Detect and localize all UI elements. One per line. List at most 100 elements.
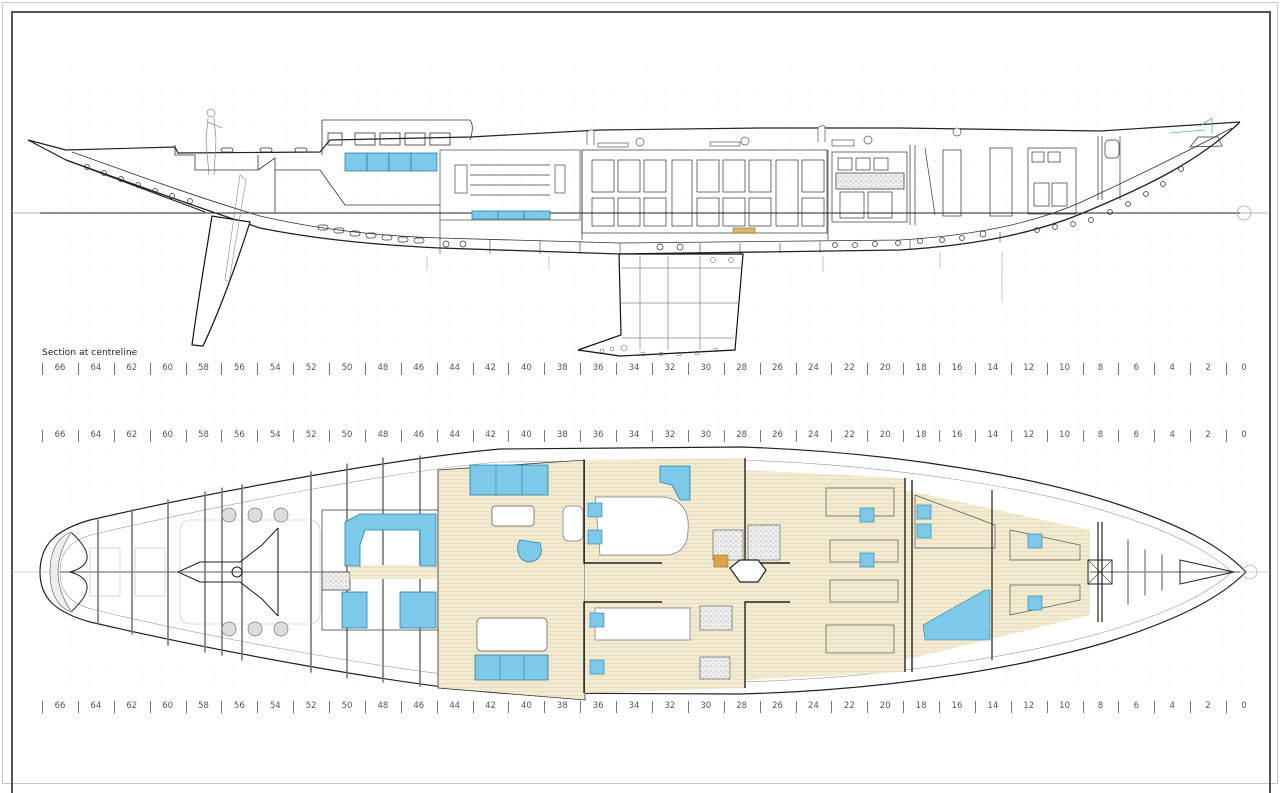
ruler-tick xyxy=(1082,430,1084,442)
ruler-tick xyxy=(867,430,869,442)
station-label: 30 xyxy=(700,363,712,373)
ruler-tick xyxy=(472,701,474,713)
ruler-tick xyxy=(1154,363,1156,375)
ruler-tick xyxy=(1010,430,1012,442)
station-label: 42 xyxy=(485,701,496,711)
station-label: 50 xyxy=(341,363,353,373)
ruler-tick xyxy=(903,701,905,713)
aft-cabin-floor xyxy=(350,565,438,579)
ruler-tick xyxy=(1046,363,1048,375)
station-label: 36 xyxy=(592,363,604,373)
cockpit-outline xyxy=(177,527,279,617)
ruler-tick xyxy=(221,363,223,375)
ruler-tick xyxy=(329,363,331,375)
ruler-tick xyxy=(687,363,689,375)
ruler-tick xyxy=(113,430,115,442)
ruler-tick xyxy=(364,701,366,713)
ruler-tick xyxy=(293,430,295,442)
ruler-tick xyxy=(831,430,833,442)
station-label: 60 xyxy=(162,363,174,373)
ruler-tick xyxy=(1010,363,1012,375)
ruler-tick xyxy=(616,430,618,442)
station-label: 54 xyxy=(269,701,281,711)
station-label: 32 xyxy=(664,363,676,373)
station-label: 2 xyxy=(1205,430,1211,440)
ruler-tick xyxy=(149,363,151,375)
ruler-tick xyxy=(974,430,976,442)
station-label: 56 xyxy=(233,701,245,711)
ruler-tick xyxy=(759,363,761,375)
saloon-settee-cushions-profile xyxy=(344,152,551,220)
station-label: 0 xyxy=(1241,701,1247,711)
drawing-frame xyxy=(11,11,1271,793)
section-title: Section at centreline xyxy=(42,348,138,358)
station-label: 12 xyxy=(1023,363,1035,373)
interior-panels xyxy=(581,149,829,240)
yacht-drawing xyxy=(12,60,1268,701)
station-label: 0 xyxy=(1241,430,1247,440)
ruler-tick xyxy=(544,701,546,713)
ruler-tick xyxy=(329,701,331,713)
station-label: 48 xyxy=(377,430,389,440)
ruler-tick xyxy=(544,363,546,375)
ruler-tick xyxy=(974,701,976,713)
ruler-tick xyxy=(472,430,474,442)
ruler-tick xyxy=(1010,701,1012,713)
engine-detail xyxy=(732,227,756,234)
ruler-tick xyxy=(759,430,761,442)
station-label: 22 xyxy=(843,701,855,711)
ruler-tick xyxy=(1118,701,1120,713)
station-label: 4 xyxy=(1169,363,1175,373)
station-label: 22 xyxy=(843,363,855,373)
ruler-tick xyxy=(974,363,976,375)
station-label: 66 xyxy=(54,430,66,440)
ruler-tick xyxy=(723,363,725,375)
station-label: 42 xyxy=(485,363,496,373)
dining-table xyxy=(476,617,548,652)
station-label: 34 xyxy=(628,430,640,440)
ruler-tick xyxy=(113,701,115,713)
ruler-tick xyxy=(652,701,653,713)
ruler-tick xyxy=(580,363,582,375)
station-label: 14 xyxy=(987,363,999,373)
ruler-tick xyxy=(1046,701,1048,713)
ruler-tick xyxy=(293,701,295,713)
keel xyxy=(577,253,744,357)
station-label: 46 xyxy=(413,701,425,711)
ruler-tick xyxy=(795,430,797,442)
ruler-tick xyxy=(831,363,833,375)
station-label: 6 xyxy=(1133,363,1140,373)
ruler-tick xyxy=(1082,363,1084,375)
station-label: 20 xyxy=(879,701,891,711)
station-label: 28 xyxy=(736,701,748,711)
station-label: 38 xyxy=(556,363,568,373)
station-label: 2 xyxy=(1205,363,1211,373)
station-label: 38 xyxy=(556,701,568,711)
ruler-tick xyxy=(42,430,44,442)
ruler-tick xyxy=(221,701,223,713)
station-label: 26 xyxy=(772,701,783,711)
station-label: 8 xyxy=(1097,430,1104,440)
ruler-tick xyxy=(652,430,653,442)
station-label: 24 xyxy=(808,430,819,440)
station-label: 60 xyxy=(162,701,174,711)
station-label: 10 xyxy=(1059,430,1070,440)
station-label: 64 xyxy=(90,701,102,711)
station-label: 62 xyxy=(126,430,138,440)
ruler-tick xyxy=(472,363,474,375)
ruler-tick xyxy=(400,363,402,375)
ruler-tick xyxy=(436,701,438,713)
ruler-tick xyxy=(1190,701,1192,713)
station-label: 14 xyxy=(987,430,999,440)
ruler-tick xyxy=(185,701,187,713)
station-label: 52 xyxy=(305,363,317,373)
ruler-tick xyxy=(1154,430,1156,442)
mast-step xyxy=(729,559,767,583)
ruler-tick xyxy=(293,363,295,375)
ruler-tick xyxy=(257,430,259,442)
ruler-tick xyxy=(939,363,941,375)
station-label: 4 xyxy=(1169,701,1175,711)
station-label: 24 xyxy=(808,363,819,373)
ruler-tick xyxy=(903,430,905,442)
